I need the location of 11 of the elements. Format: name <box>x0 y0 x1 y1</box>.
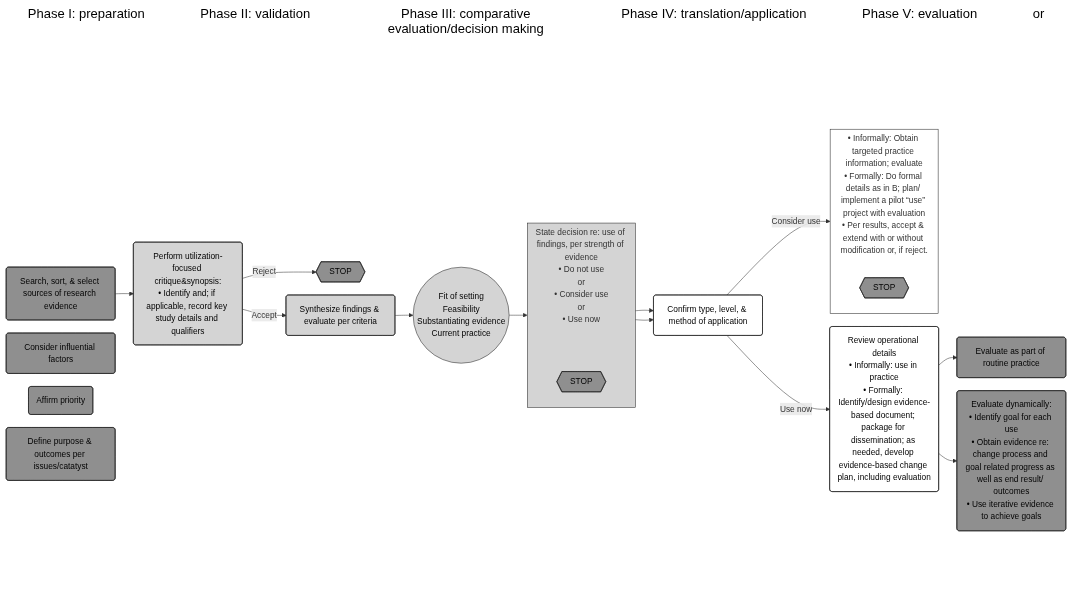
phase-heading: Phase III: comparative evaluation/decision making <box>386 6 545 36</box>
edge-label: Accept <box>251 310 277 320</box>
edge-label: Reject <box>252 267 276 277</box>
phase-heading: Phase V: evaluation <box>862 6 978 21</box>
phase-heading: Phase II: validation <box>200 6 311 21</box>
phase-heading: Phase I: preparation <box>27 6 145 21</box>
edge-label: Use now <box>779 404 813 414</box>
node-circle: Fit of setting Feasibility Substantiating evidence Current practice <box>412 266 510 364</box>
phase-heading: Phase IV: translation/application <box>621 6 807 21</box>
edge-label: Consider use <box>771 216 821 226</box>
phase-heading: or <box>1032 6 1045 21</box>
